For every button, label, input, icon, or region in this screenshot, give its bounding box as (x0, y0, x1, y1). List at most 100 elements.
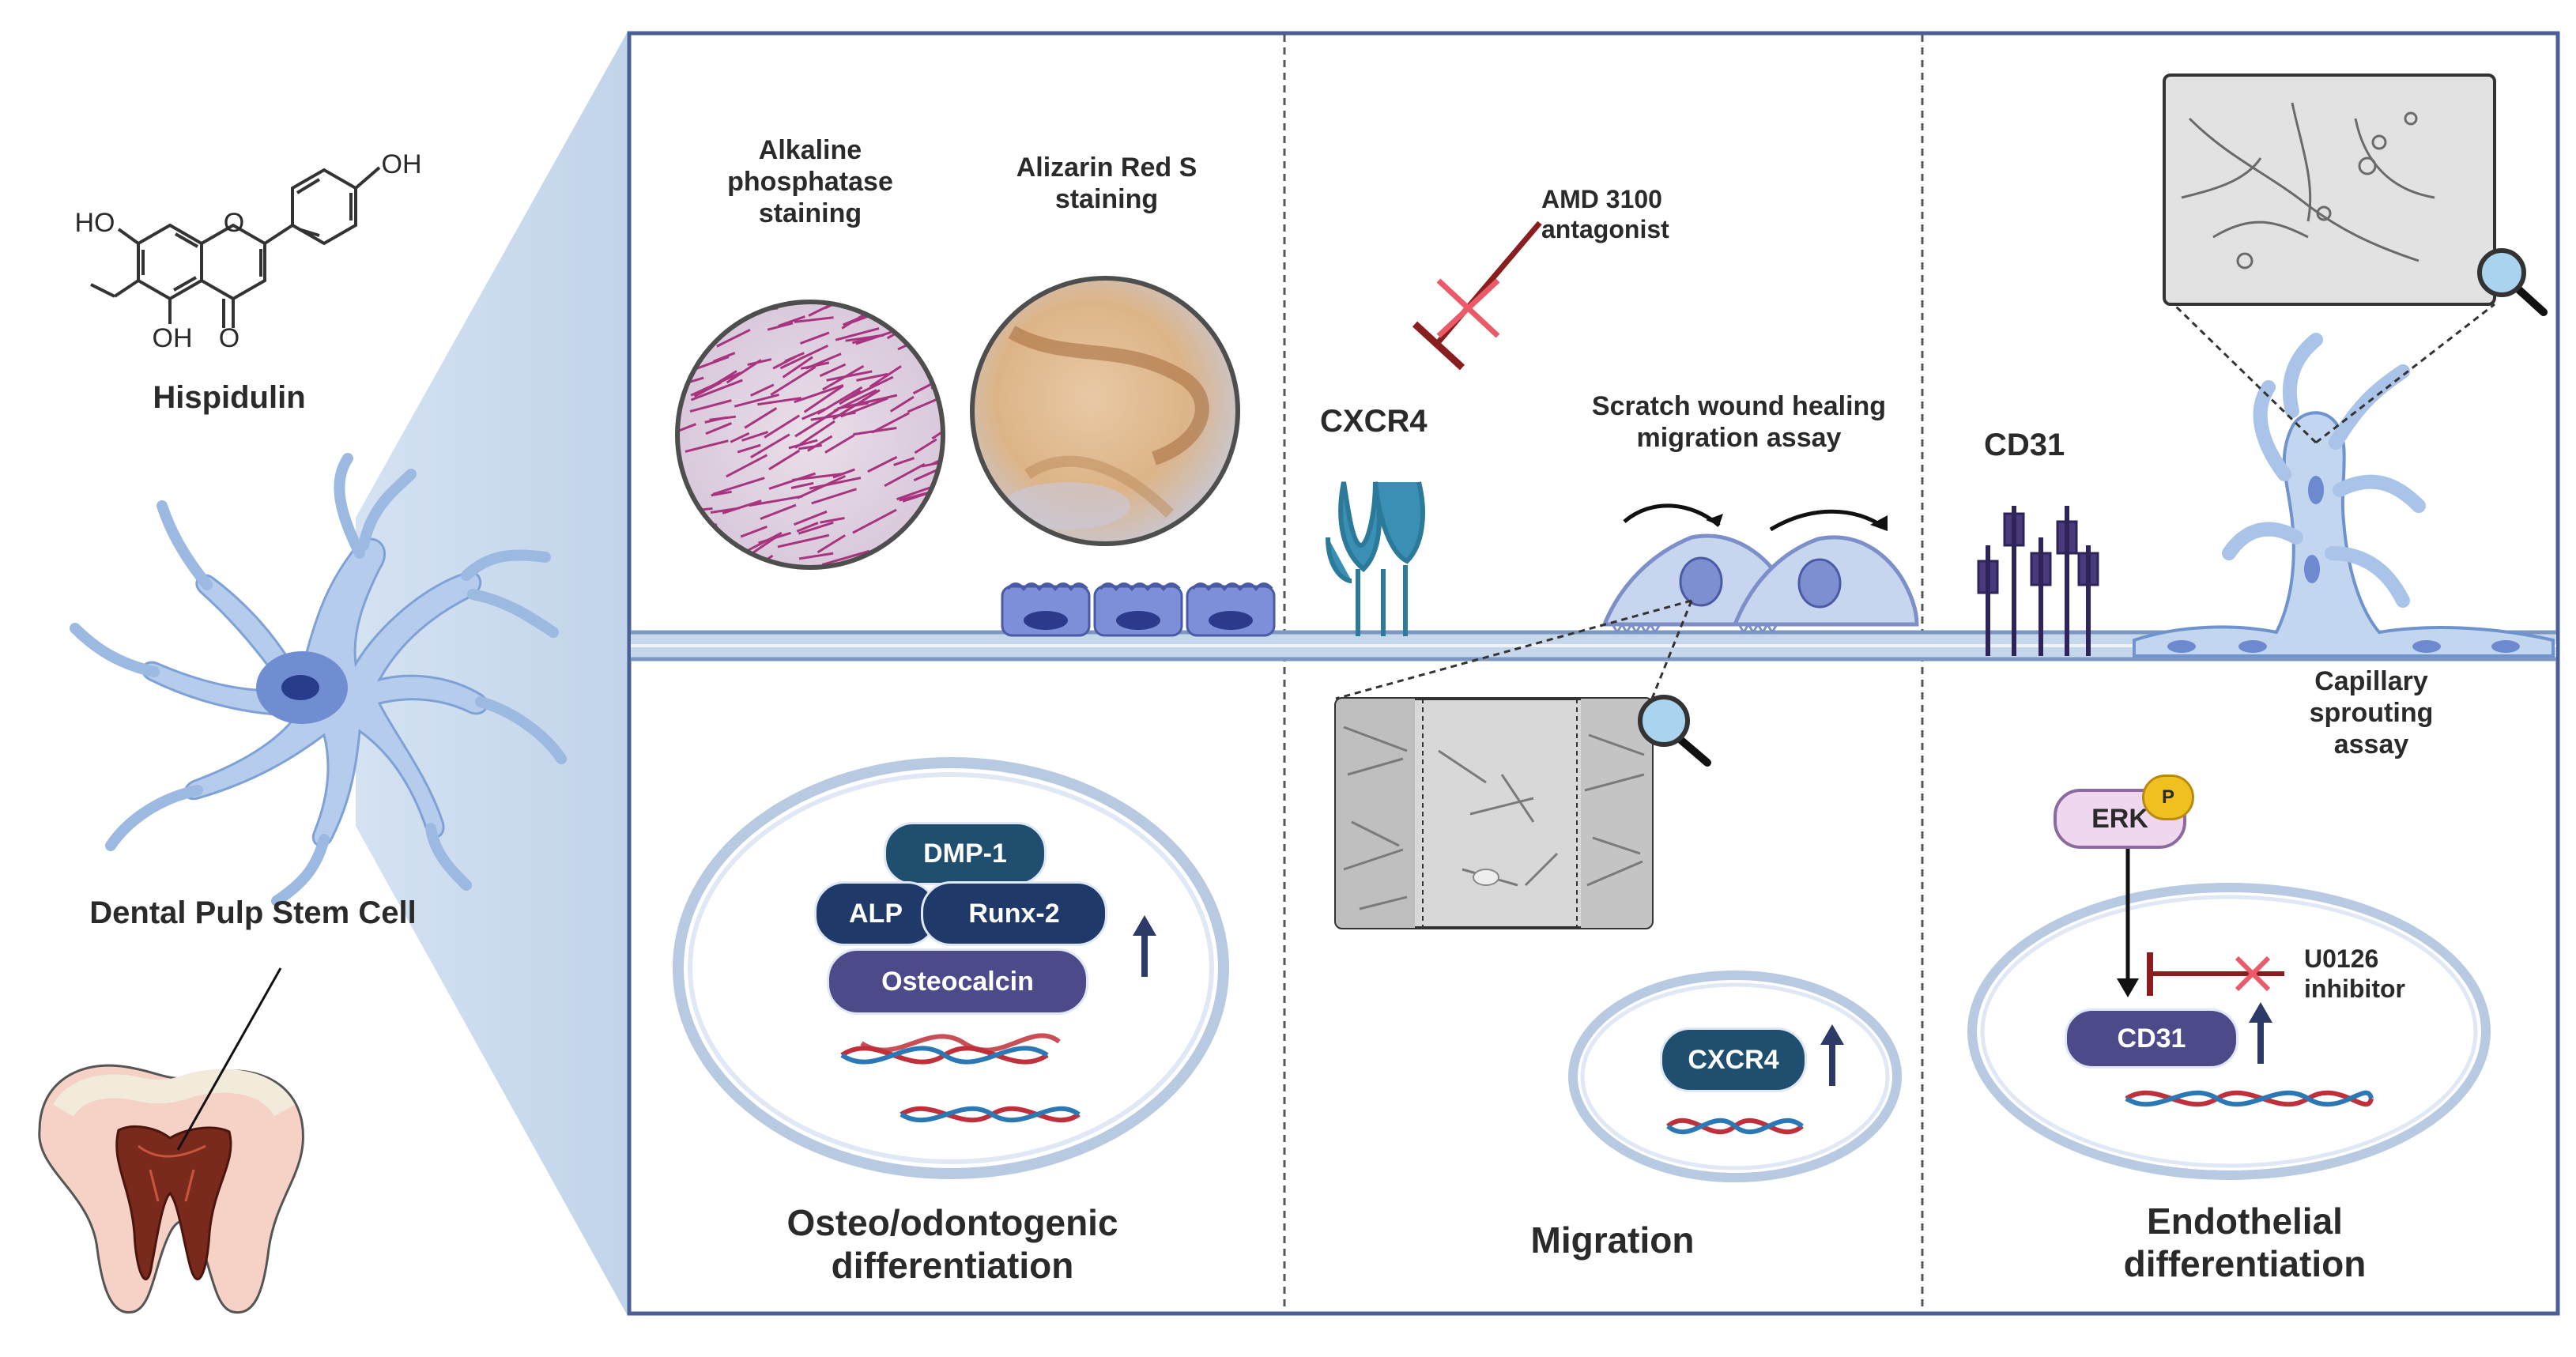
magnifier-icon (1638, 695, 1711, 767)
stain-strand (932, 449, 943, 466)
stain-strand (884, 462, 926, 488)
alp-staining-label: Alkaline phosphatase staining (727, 135, 893, 229)
stain-strand (777, 533, 830, 548)
stem-cell (70, 453, 567, 907)
stain-strand (779, 344, 829, 370)
stain-strand (677, 423, 697, 433)
stain-strand (914, 438, 937, 454)
cd31-nucleus-pill: CD31 (2065, 1008, 2238, 1069)
cxcr4-nucleus-pill: CXCR4 (1660, 1027, 1807, 1092)
upregulation-arrow-1 (1133, 915, 1156, 977)
stain-strand (778, 315, 805, 327)
cd31-receptors (1977, 506, 2099, 656)
stain-strand (798, 552, 834, 560)
stain-strand (807, 435, 833, 452)
sprouting-assay-label: Capillary sprouting assay (2309, 666, 2434, 760)
stain-strand (811, 488, 858, 505)
panel3-title: Endothelial differentiation (2123, 1201, 2367, 1285)
stain-strand (750, 433, 790, 458)
stain-strand (817, 534, 846, 554)
antagonist-inhibitor (1412, 221, 1542, 371)
stain-strand (772, 355, 797, 370)
stain-strand (726, 454, 768, 478)
stain-strand (844, 375, 894, 401)
stain-strand (799, 331, 830, 345)
stain-strand (794, 420, 835, 449)
alp-pill: ALP (814, 881, 937, 946)
stain-strand (798, 444, 822, 450)
stain-strand (741, 431, 768, 442)
scratch-assay-label: Scratch wound healing migration assay (1591, 391, 1887, 454)
stain-strand (931, 419, 943, 440)
stain-strand (716, 328, 751, 348)
stain-strand (788, 439, 818, 450)
dna-helix-1 (840, 1033, 1081, 1123)
stain-strand (689, 399, 732, 413)
stain-strand (740, 525, 768, 538)
stain-strand (798, 521, 834, 535)
stain-strand (744, 407, 778, 429)
stain-strand (856, 372, 888, 382)
stain-strand (800, 361, 830, 370)
stain-strand (893, 457, 915, 466)
stain-strand (803, 384, 844, 413)
stain-strand (712, 477, 765, 496)
molecule-label-ho-left: HO (74, 208, 115, 238)
upregulation-arrow-3 (2249, 1002, 2272, 1064)
stain-strand (737, 443, 761, 454)
migrating-cells (1601, 503, 1919, 635)
stain-strand (820, 517, 845, 524)
antagonist-label: AMD 3100 antagonist (1541, 185, 1669, 243)
stain-strand (794, 408, 839, 438)
dmp1-pill: DMP-1 (884, 822, 1047, 885)
ars-staining-label: Alizarin Red S staining (1016, 153, 1197, 215)
stain-strand (782, 356, 813, 379)
cell-label: Dental Pulp Stem Cell (89, 895, 417, 930)
stain-strand (809, 477, 862, 490)
sprouting-micrograph (2163, 74, 2496, 306)
stain-strand (790, 481, 814, 489)
stain-strand (750, 383, 775, 397)
stain-strand (730, 432, 750, 443)
molecule-label-o-ring: O (223, 208, 245, 238)
scratch-wound-micrograph (1334, 697, 1654, 929)
stain-strand (869, 365, 902, 388)
stain-strand (767, 322, 794, 331)
capillary-sprout (2133, 333, 2555, 658)
stain-strand (921, 456, 943, 468)
erk-to-cd31-arrow (2117, 842, 2139, 997)
stain-strand (685, 439, 729, 453)
magnification-funnel (356, 32, 628, 1316)
upregulation-arrow-2 (1820, 1024, 1844, 1086)
stain-strand (734, 393, 779, 408)
phospho-badge: P (2142, 775, 2194, 820)
stain-strand (768, 449, 801, 471)
stain-strand (867, 455, 898, 473)
stain-strand (705, 422, 733, 435)
molecule-label-o-bottom: O (218, 323, 240, 353)
panel1-title: Osteo/odontogenic differentiation (786, 1202, 1118, 1287)
stain-strand (722, 499, 762, 515)
stain-strand (726, 359, 762, 384)
magnifier-icon-2 (2477, 248, 2548, 316)
stain-strand (770, 365, 817, 396)
stain-strand (768, 472, 817, 490)
stain-strand (690, 379, 743, 401)
stain-strand (889, 395, 915, 413)
stain-strand (824, 434, 855, 454)
dna-helix-2 (1666, 1118, 1804, 1135)
stain-strand (794, 316, 834, 323)
stain-strand (871, 412, 910, 434)
hispidulin-structure (90, 166, 381, 328)
molecule-label-oh-top: OH (381, 149, 422, 179)
stain-strand (692, 356, 730, 371)
inhibitor-label: U0126 inhibitor (2304, 944, 2405, 1003)
runx2-pill: Runx-2 (921, 881, 1107, 946)
stain-strand (764, 414, 801, 439)
stain-strand (835, 327, 880, 341)
stain-strand (749, 495, 803, 507)
stain-strand (821, 549, 870, 567)
cd31-receptor-label: CD31 (1984, 428, 2065, 462)
stain-strand (704, 416, 727, 424)
